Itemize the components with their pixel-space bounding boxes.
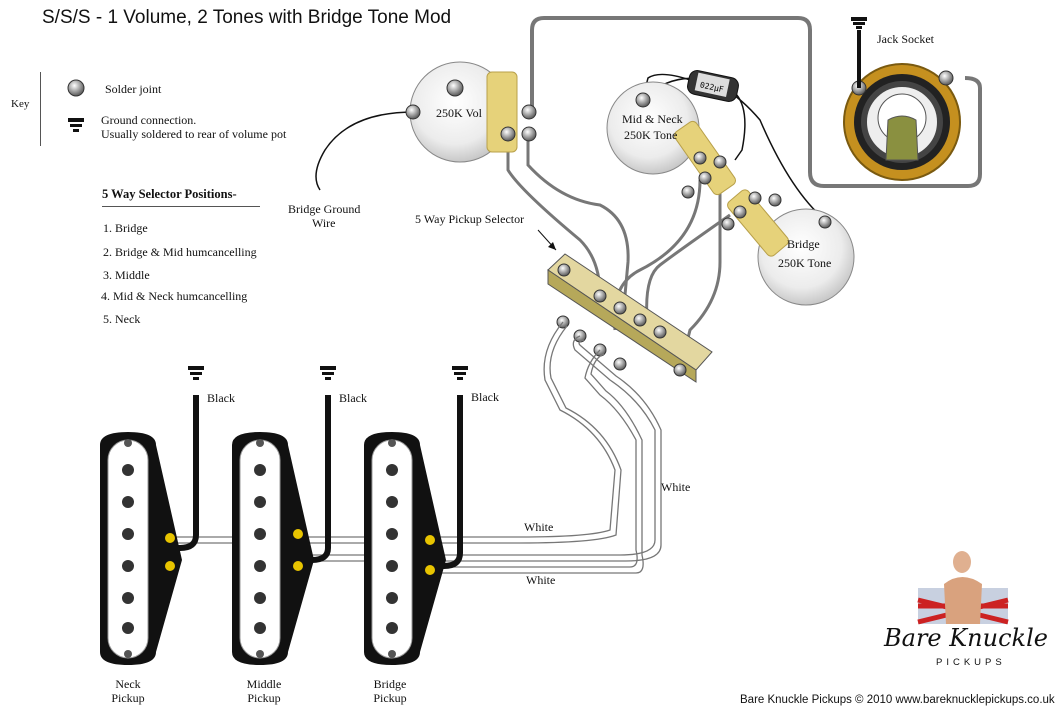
solder-joint-icon — [698, 171, 712, 185]
neck-black-label: Black — [207, 391, 235, 405]
solder-joint-icon — [67, 79, 85, 97]
neck-pickup-label-2: Pickup — [111, 691, 145, 705]
selector-position: 5. Neck — [103, 312, 141, 326]
tone-wire-c — [678, 170, 722, 371]
vol-switch-wire — [526, 135, 630, 296]
selector-position: 1. Bridge — [103, 221, 148, 235]
cap-lead-3 — [642, 77, 826, 221]
solder-joint-icon — [818, 215, 832, 229]
jack-socket[interactable] — [843, 63, 961, 181]
solder-joint-icon — [733, 205, 747, 219]
key-ground-label-1: Ground connection. — [101, 113, 197, 127]
key-ground-label-2: Usually soldered to rear of volume pot — [101, 127, 287, 141]
midneck-pot-label-2: 250K Tone — [624, 128, 678, 142]
solder-joint-icon — [521, 104, 537, 120]
output-wire — [530, 16, 982, 188]
vol-pot-label: 250K Vol — [436, 106, 482, 120]
white-wire-label: White — [524, 520, 554, 534]
solder-joint-icon — [748, 191, 762, 205]
white-wire-label: White — [661, 480, 691, 494]
ground-wire-label-1: Bridge Ground — [288, 202, 361, 216]
bridge-black-label: Black — [471, 390, 499, 404]
footer-credit: Bare Knuckle Pickups © 2010 www.bareknuc… — [740, 694, 1055, 706]
ground-icon — [320, 366, 336, 380]
key-solder-label: Solder joint — [105, 82, 162, 96]
page-title: S/S/S - 1 Volume, 2 Tones with Bridge To… — [42, 7, 452, 28]
solder-joint-icon — [693, 151, 707, 165]
ground-icon — [188, 366, 204, 380]
selector-position: 3. Middle — [103, 268, 150, 282]
solder-joint-icon — [721, 217, 735, 231]
vol-switch-wire-2 — [506, 135, 602, 296]
bridge-pot-label-2: 250K Tone — [778, 256, 832, 270]
bridge-pickup-label-1: Bridge — [373, 677, 407, 691]
solder-joint-icon — [446, 79, 464, 97]
solder-joint-icon — [521, 126, 537, 142]
brand-logo-sub: PICKUPS — [936, 657, 1006, 668]
cap-lead-2 — [734, 93, 746, 161]
five-way-selector-switch[interactable] — [547, 253, 713, 383]
ground-icon — [851, 17, 867, 29]
white-wires — [170, 321, 662, 574]
white-wire-label: White — [526, 573, 556, 587]
jack-label: Jack Socket — [877, 32, 934, 46]
middle-pickup[interactable] — [232, 432, 314, 665]
middle-pickup-label-1: Middle — [246, 677, 282, 691]
solder-joint-icon — [938, 70, 954, 86]
solder-joint-icon — [405, 104, 421, 120]
ground-icon — [68, 118, 84, 132]
selector-heading: 5 Way Selector Positions- — [102, 187, 237, 201]
ground-wire-label-2: Wire — [312, 216, 336, 230]
selector-position: 4. Mid & Neck humcancelling — [101, 289, 248, 303]
neck-black-wire — [172, 395, 199, 551]
selector-position: 2. Bridge & Mid humcancelling — [103, 245, 257, 259]
bridge-pickup[interactable] — [364, 432, 446, 665]
solder-joint-icon — [681, 185, 695, 199]
bridge-pot-label-1: Bridge — [787, 237, 820, 251]
capacitor: 022µF — [687, 70, 739, 102]
switch-label: 5 Way Pickup Selector — [415, 212, 525, 226]
neck-pickup[interactable] — [100, 432, 182, 665]
ground-wire — [315, 111, 415, 191]
solder-joint-icon — [635, 92, 651, 108]
solder-joint-icon — [768, 193, 782, 207]
middle-black-label: Black — [339, 391, 367, 405]
switch-pointer-arrow — [548, 242, 556, 250]
neck-pickup-label-1: Neck — [115, 677, 141, 691]
bridge-pickup-label-2: Pickup — [373, 691, 407, 705]
selector-rule — [102, 206, 260, 207]
solder-joint-icon — [713, 155, 727, 169]
midneck-pot-label-1: Mid & Neck — [622, 112, 683, 126]
key-divider — [40, 72, 41, 146]
key-label: Key — [11, 98, 30, 110]
brand-logo: Bare Knuckle — [884, 624, 1048, 652]
ground-icon — [452, 366, 468, 380]
middle-pickup-label-2: Pickup — [247, 691, 281, 705]
solder-joint-icon — [500, 126, 516, 142]
brand-mascot-icon — [917, 551, 1009, 625]
